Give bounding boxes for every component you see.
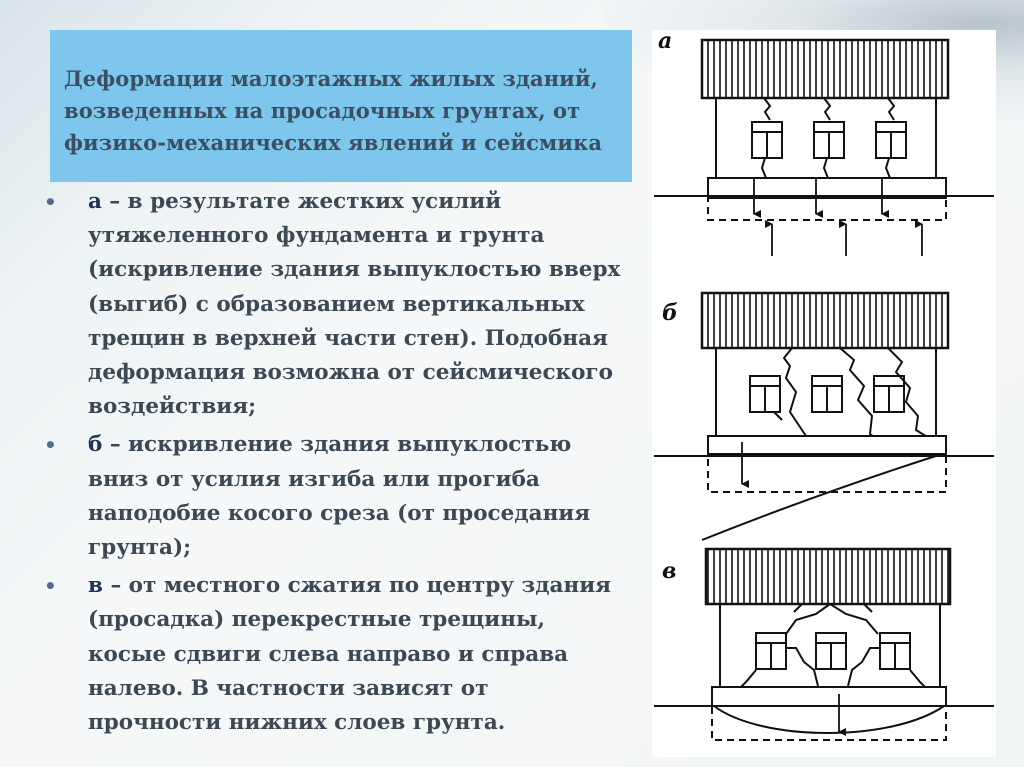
settlement-zone (707, 197, 947, 221)
title-box: Деформации малоэтажных жилых зданий, воз… (50, 30, 632, 182)
settlement-zone (707, 453, 947, 493)
diagram-c: в (654, 547, 994, 741)
bullet-letter: б (88, 432, 103, 458)
windows (751, 121, 907, 159)
bullet-text: – от местного сжатия по центру здания (п… (88, 573, 612, 736)
bullet-letter: в (88, 573, 103, 599)
diagram-label-b: б (662, 300, 678, 326)
deformation-diagram: а (654, 30, 994, 741)
diagram-label-c: в (662, 558, 676, 584)
settlement-zone (711, 705, 947, 741)
diagram-a: а (654, 30, 994, 256)
cracks (773, 347, 933, 447)
deformation-figure: а (652, 30, 996, 757)
slide-title: Деформации малоэтажных жилых зданий, воз… (64, 66, 603, 155)
windows (749, 375, 905, 413)
cracks (760, 97, 896, 179)
diagram-b: б (654, 291, 994, 541)
bullet-dot: • (44, 574, 57, 599)
load-arrows (753, 178, 923, 256)
cracks (739, 603, 927, 689)
settlement-curve (701, 453, 943, 541)
bullet-item-b: • б – искривление здания выпуклостью вни… (42, 428, 622, 565)
bullet-list: • а – в результате жестких усилий утяжел… (42, 185, 622, 744)
bullet-item-c: • в – от местного сжатия по центру здани… (42, 569, 622, 740)
diagram-label-a: а (658, 30, 672, 54)
bullet-dot: • (44, 433, 57, 458)
bullet-text: – искривление здания выпуклостью вниз от… (88, 432, 591, 561)
foundation (711, 686, 947, 707)
bullet-dot: • (44, 190, 57, 214)
roof (704, 547, 952, 606)
windows (755, 632, 911, 670)
roof (700, 38, 950, 100)
roof (700, 291, 950, 350)
bullet-item-a: • а – в результате жестких усилий утяжел… (42, 185, 622, 424)
foundation (707, 177, 947, 199)
foundation (707, 435, 947, 455)
bullet-text: – в результате жестких усилий утяжеленно… (88, 189, 621, 420)
bullet-letter: а (88, 189, 102, 214)
settlement-curve (713, 705, 945, 734)
